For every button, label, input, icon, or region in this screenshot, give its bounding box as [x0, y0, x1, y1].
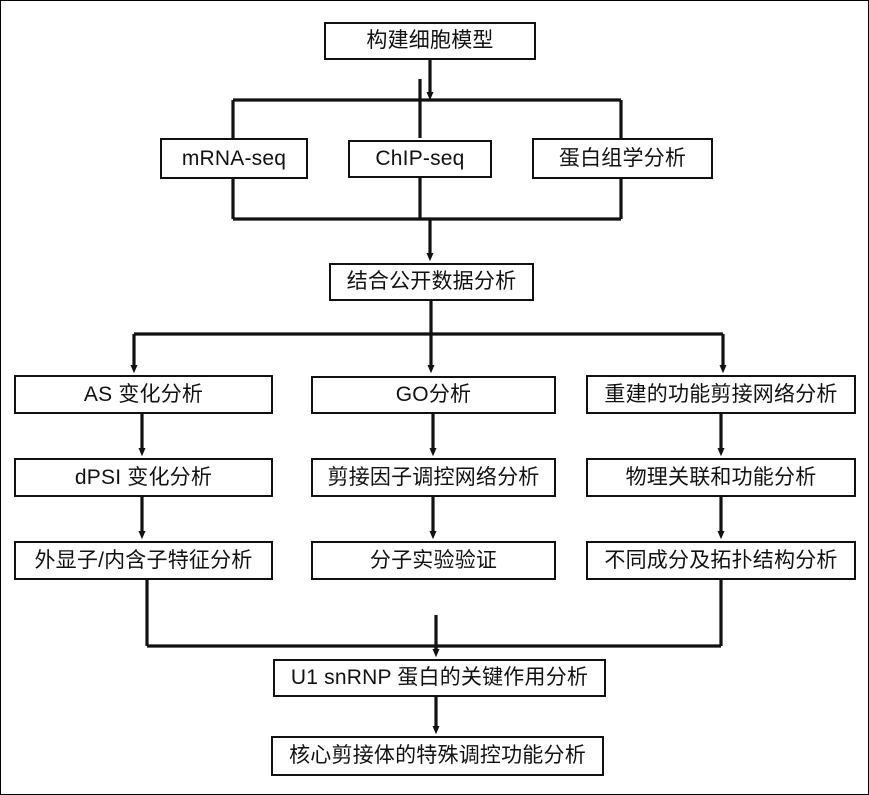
node-core-spliceosome-regulation-analysis[interactable]: 核心剪接体的特殊调控功能分析	[271, 736, 604, 776]
node-rebuilt-functional-splicing-network[interactable]: 重建的功能剪接网络分析	[586, 375, 856, 414]
node-mrna-seq[interactable]: mRNA-seq	[160, 138, 308, 179]
node-label: 蛋白组学分析	[558, 146, 687, 170]
node-physical-association-function-analysis[interactable]: 物理关联和功能分析	[586, 458, 856, 497]
node-chip-seq[interactable]: ChIP-seq	[348, 140, 492, 178]
node-go-analysis[interactable]: GO分析	[311, 376, 556, 414]
node-label: 分子实验验证	[369, 548, 498, 572]
node-label: AS 变化分析	[83, 382, 204, 406]
node-label: 物理关联和功能分析	[625, 465, 817, 489]
node-component-topology-analysis[interactable]: 不同成分及拓扑结构分析	[586, 541, 856, 580]
node-label: 不同成分及拓扑结构分析	[604, 548, 838, 572]
node-label: dPSI 变化分析	[74, 465, 213, 489]
node-label: U1 snRNP 蛋白的关键作用分析	[290, 666, 589, 690]
node-label: 构建细胞模型	[366, 29, 494, 53]
node-build-cell-model[interactable]: 构建细胞模型	[324, 22, 536, 60]
node-exon-intron-feature-analysis[interactable]: 外显子/内含子特征分析	[14, 541, 273, 580]
node-label: 重建的功能剪接网络分析	[604, 382, 838, 406]
node-dpsi-change-analysis[interactable]: dPSI 变化分析	[14, 458, 273, 497]
node-splicing-factor-network-analysis[interactable]: 剪接因子调控网络分析	[311, 458, 556, 497]
node-label: 核心剪接体的特殊调控功能分析	[289, 744, 586, 768]
node-as-change-analysis[interactable]: AS 变化分析	[14, 375, 273, 414]
node-label: 外显子/内含子特征分析	[34, 548, 253, 572]
node-molecular-experiment-validation[interactable]: 分子实验验证	[311, 541, 556, 580]
node-label: 结合公开数据分析	[346, 270, 517, 294]
node-proteomics-analysis[interactable]: 蛋白组学分析	[532, 138, 713, 179]
node-label: ChIP-seq	[375, 147, 465, 171]
node-u1-snrnp-key-role-analysis[interactable]: U1 snRNP 蛋白的关键作用分析	[273, 659, 606, 697]
node-label: 剪接因子调控网络分析	[327, 465, 540, 489]
node-label: GO分析	[395, 383, 472, 407]
node-label: mRNA-seq	[181, 146, 287, 170]
node-public-data-analysis[interactable]: 结合公开数据分析	[329, 263, 534, 301]
